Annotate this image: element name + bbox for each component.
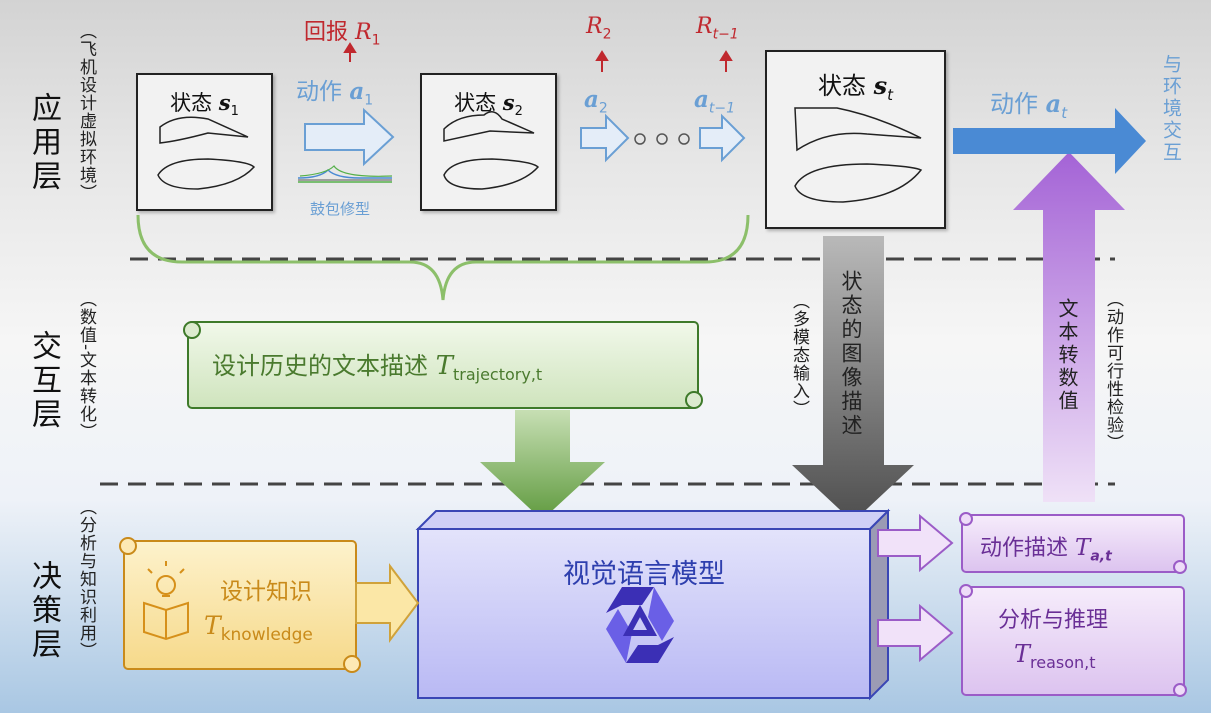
feasibility-note: （动作可行性检验）: [1103, 290, 1123, 452]
bulb-book-icon: [143, 561, 189, 641]
decision-layer-title: 决策层: [26, 560, 61, 662]
application-layer-title: 应用层: [26, 92, 61, 194]
text-to-value-arrow: [1013, 152, 1125, 502]
reward-rt: Rt−1: [696, 14, 739, 43]
state-box-s1: 状态 s1: [136, 73, 273, 211]
application-layer-subtitle: （飞机设计虚拟环境）: [76, 22, 96, 202]
decision-layer-subtitle: （分析与知识利用）: [76, 498, 96, 660]
knowledge-scroll: [119, 537, 361, 673]
vlm-to-reason-arrow: [877, 603, 954, 663]
state-box-s2: 状态 s2: [420, 73, 557, 211]
history-to-vlm-arrow: [480, 410, 605, 520]
action-desc-scroll: [959, 512, 1187, 574]
env-interaction-label: 与环境交互: [1160, 54, 1182, 164]
text-to-value-label: 文本转数值: [1055, 298, 1079, 413]
vlm-to-action-arrow: [877, 513, 954, 573]
state-label-s2: 状态 s2: [454, 90, 523, 120]
history-brace: [136, 214, 750, 301]
action-at: 动作 at: [990, 89, 1068, 122]
knowledge-title: 设计知识: [220, 579, 312, 605]
env-action-arrow: [953, 108, 1146, 174]
interaction-layer-subtitle: （数值-文本转化）: [76, 290, 96, 442]
action-arrow-3: [699, 113, 746, 163]
action-arrow-1: [304, 107, 395, 167]
interaction-layer-title: 交互层: [26, 330, 61, 432]
state-label-s1: 状态 s1: [170, 90, 239, 120]
action-at1: at−1: [694, 86, 736, 117]
airfoil-st-icon: [794, 107, 923, 203]
reasoning-symbol: Treason,t: [1014, 640, 1096, 672]
action-a2: a2: [584, 86, 608, 117]
vlm-title: 视觉语言模型: [563, 559, 725, 590]
action-arrow-2: [580, 113, 630, 163]
multimodal-note: （多模态输入）: [789, 292, 809, 418]
state-label-st: 状态 st: [817, 71, 894, 104]
knowledge-to-vlm-arrow: [355, 563, 420, 643]
airfoil-s2-icon: [443, 111, 540, 190]
trajectory-scroll: [183, 321, 703, 409]
airfoil-s1-icon: [157, 116, 256, 190]
reason-scroll: [959, 584, 1187, 697]
knowledge-symbol: Tknowledge: [204, 611, 313, 645]
reward-r1: 回报 R1: [304, 20, 381, 49]
image-desc-label: 状态的图像描述: [839, 270, 863, 438]
bump-label: 鼓包修型: [310, 200, 371, 218]
reasoning-text: 分析与推理: [998, 608, 1109, 633]
reward-r2: R2: [586, 14, 612, 43]
action-desc-text: 动作描述 Ta,t: [980, 535, 1112, 565]
vlm-logo: [606, 587, 674, 663]
action-a1: 动作 a1: [296, 78, 374, 109]
trajectory-text: 设计历史的文本描述 Ttrajectory,t: [212, 351, 543, 384]
image-desc-arrow: [792, 236, 914, 522]
reward-arrows: [343, 42, 733, 72]
state-box-st: 状态 st: [765, 50, 946, 229]
bump-curve-graphic: [297, 165, 393, 183]
